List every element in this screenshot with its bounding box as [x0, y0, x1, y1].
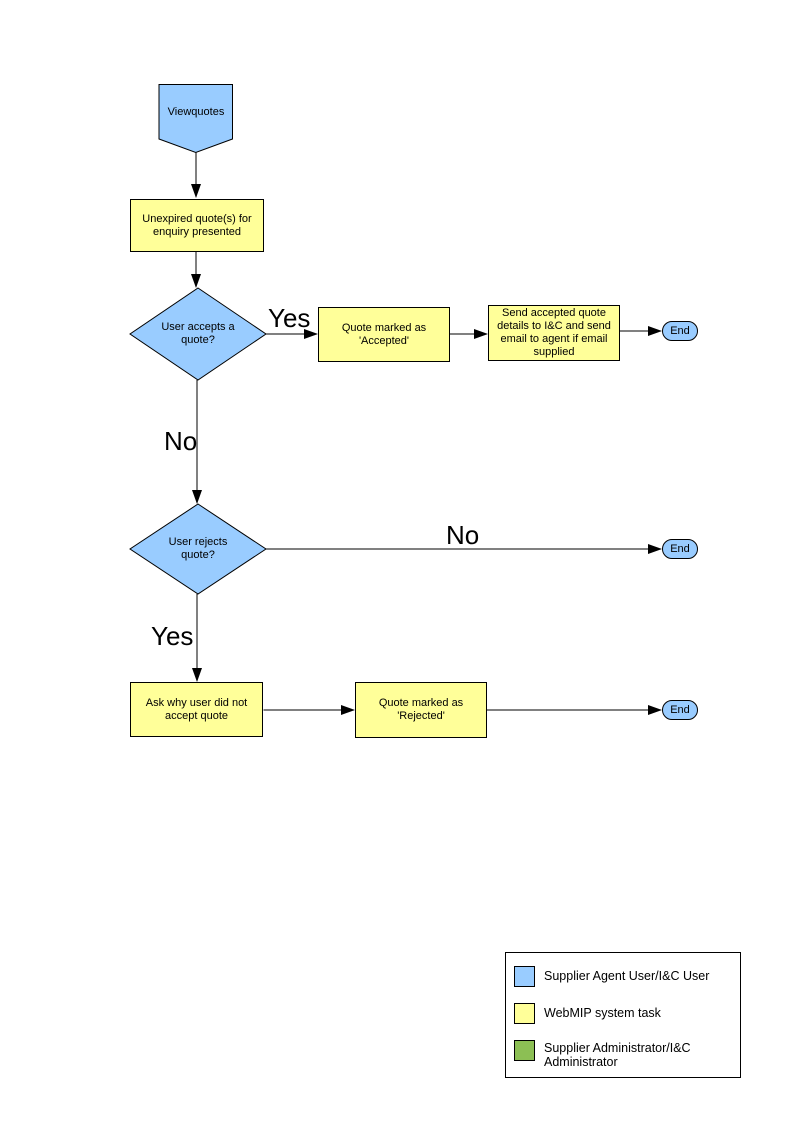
legend-item-admin: Supplier Administrator/I&C Administrator [514, 1040, 729, 1069]
end-node-accepted: End [662, 321, 698, 341]
decision-accepts-shape [129, 287, 267, 381]
decision-rejects-label: User rejects quote? [168, 536, 228, 561]
edge-label-rejects-yes: Yes [151, 621, 194, 651]
legend-item-user: Supplier Agent User/I&C User [514, 966, 709, 987]
legend-label-system: WebMIP system task [544, 1006, 661, 1020]
decision-rejects-shape [129, 503, 267, 595]
process-send-details: Send accepted quote details to I&C and s… [488, 305, 620, 361]
start-node-label: Viewquotes [167, 106, 225, 118]
process-ask-why: Ask why user did not accept quote [130, 682, 263, 737]
process-quote-rejected: Quote marked as 'Rejected' [355, 682, 487, 738]
legend-label-user: Supplier Agent User/I&C User [544, 969, 710, 983]
legend-swatch-system-icon [514, 1003, 535, 1024]
legend-swatch-admin-icon [514, 1040, 535, 1061]
decision-accepts-label: User accepts a quote? [161, 321, 235, 346]
edge-label-accepts-no: No [164, 426, 198, 456]
end-node-not-rejected: End [662, 539, 698, 559]
process-unexpired-quotes: Unexpired quote(s) for enquiry presented [130, 199, 264, 252]
edge-label-accepts-yes: Yes [268, 303, 311, 333]
end-node-rejected: End [662, 700, 698, 720]
legend-label-admin: Supplier Administrator/I&C Administrator [544, 1041, 691, 1069]
legend-item-system: WebMIP system task [514, 1003, 661, 1024]
legend: Supplier Agent User/I&C User WebMIP syst… [505, 952, 741, 1078]
legend-swatch-user-icon [514, 966, 535, 987]
start-node-shape [158, 84, 233, 154]
process-quote-accepted: Quote marked as 'Accepted' [318, 307, 450, 362]
edge-label-rejects-no: No [446, 520, 480, 550]
